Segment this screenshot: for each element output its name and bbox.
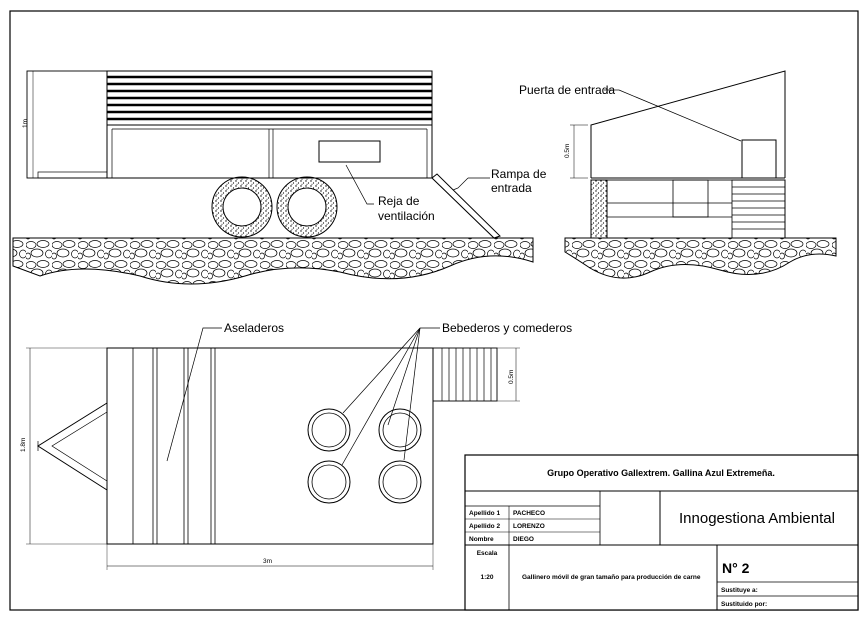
- front-ramp: [731, 179, 786, 239]
- field-key-1: Apellido 1: [469, 510, 500, 517]
- label-reja-line2: ventilación: [378, 209, 435, 223]
- sheet-border: [9, 10, 859, 611]
- company-name: Innogestiona Ambiental: [679, 510, 835, 527]
- leader-reja: [345, 164, 374, 205]
- plan-view: 1.8m: [20, 321, 572, 570]
- front-roof: [590, 70, 786, 178]
- side-body: [106, 124, 433, 179]
- feeder-4: [378, 460, 422, 504]
- front-door: [741, 139, 777, 179]
- tow-hitch: [37, 402, 108, 491]
- plan-body: [106, 347, 434, 545]
- dim-ramp-plan: 0.5m: [508, 370, 515, 384]
- title-block: Grupo Operativo Gallextrem. Gallina Azul…: [464, 454, 859, 611]
- dim-length-plan: 3m: [263, 558, 272, 565]
- label-bebederos: Bebederos y comederos: [442, 321, 572, 335]
- roof-slats: [106, 70, 433, 126]
- field-value-3: DIEGO: [513, 536, 534, 543]
- feeder-2: [378, 408, 422, 452]
- dim-width-plan: 1.8m: [20, 438, 27, 452]
- feeder-1: [307, 408, 351, 452]
- side-elevation-view: 1m: [12, 70, 547, 285]
- label-rampa-line2: entrada: [491, 181, 532, 195]
- drawing-number: N° 2: [722, 560, 750, 576]
- feeders-drinkers: [307, 408, 422, 504]
- side-back-wall: [26, 70, 108, 179]
- scale-label: Escala: [477, 550, 498, 557]
- feeder-3: [307, 460, 351, 504]
- title-group: Grupo Operativo Gallextrem. Gallina Azul…: [547, 468, 775, 478]
- plan-ramp: [432, 347, 498, 402]
- side-base-step: [37, 171, 108, 179]
- wheels: [211, 176, 338, 238]
- field-key-3: Nombre: [469, 536, 494, 543]
- label-reja-line1: Reja de: [378, 194, 420, 208]
- ventilation-grille: [318, 140, 381, 163]
- leader-aseladeros: [166, 327, 222, 462]
- label-aseladeros: Aseladeros: [224, 321, 284, 335]
- front-elevation-view: 0.5m Puerta de entrada: [519, 70, 837, 279]
- dim-height-side: 1m: [22, 119, 29, 128]
- label-puerta: Puerta de entrada: [519, 83, 615, 97]
- leader-rampa: [452, 177, 469, 191]
- field-key-2: Apellido 2: [469, 523, 500, 530]
- perches: [132, 348, 216, 544]
- field-value-1: PACHECO: [513, 510, 545, 517]
- ground-front: [564, 237, 837, 279]
- scale-value: 1:20: [480, 574, 493, 581]
- drawing-description: Gallinero móvil de gran tamaño para prod…: [522, 574, 701, 581]
- sustituido-label: Sustituido por:: [721, 601, 767, 608]
- front-wheel: [590, 179, 608, 239]
- leader-bebederos: [341, 327, 440, 466]
- leader-puerta: [618, 89, 742, 142]
- field-value-2: LORENZO: [513, 523, 545, 530]
- sustituye-label: Sustituye a:: [721, 587, 758, 594]
- ground-side: [12, 237, 534, 285]
- dim-height-front: 0.5m: [564, 144, 571, 158]
- side-ramp: [431, 173, 501, 239]
- label-rampa-line1: Rampa de: [491, 167, 547, 181]
